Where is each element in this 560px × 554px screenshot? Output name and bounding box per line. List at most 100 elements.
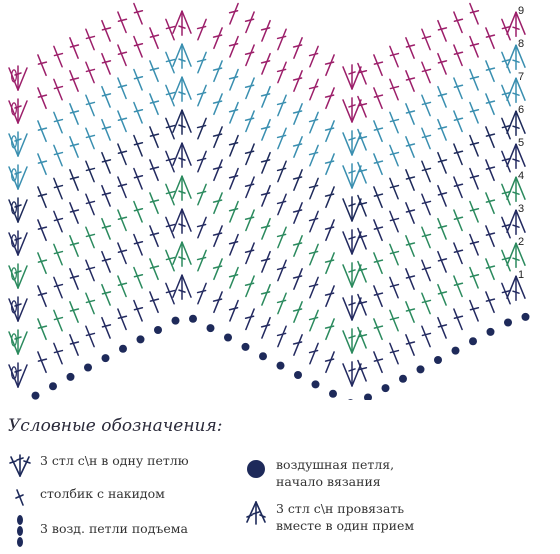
double-crochet-stitch <box>308 111 319 134</box>
chain-stitch <box>311 380 320 389</box>
double-crochet-stitch <box>453 308 464 331</box>
double-crochet-stitch <box>244 77 255 100</box>
double-crochet-stitch <box>212 225 223 248</box>
double-crochet-stitch <box>165 117 176 140</box>
double-crochet-stitch <box>228 134 239 157</box>
double-crochet-stitch <box>421 292 432 315</box>
double-crochet-stitch <box>133 134 144 157</box>
double-crochet-stitch <box>453 176 464 199</box>
double-crochet-stitch <box>405 103 416 125</box>
chain-stitch <box>259 352 267 361</box>
double-crochet-stitch <box>276 193 287 216</box>
legend-item-chain-stitch: воздушная петля, начало вязания <box>244 456 394 490</box>
three-dc-in-one-stitch <box>8 164 28 190</box>
double-crochet-stitch <box>469 101 480 124</box>
double-crochet-stitch <box>276 226 287 249</box>
double-crochet-stitch <box>389 276 400 299</box>
turning-chain <box>11 366 18 380</box>
three-dc-in-one-stitch <box>8 296 28 322</box>
chain-stitch <box>381 384 390 393</box>
double-crochet-stitch <box>69 169 80 191</box>
double-crochet-stitch <box>37 252 48 275</box>
double-crochet-stitch <box>260 250 271 273</box>
double-crochet-stitch <box>85 127 96 150</box>
turning-chain <box>11 267 18 281</box>
double-crochet-stitch <box>244 308 255 331</box>
double-crochet-stitch <box>228 299 239 322</box>
dc3tog-stitch <box>506 110 526 136</box>
double-crochet-stitch <box>196 282 207 305</box>
double-crochet-stitch <box>292 268 303 290</box>
double-crochet-stitch <box>165 282 176 305</box>
double-crochet-stitch <box>85 292 96 315</box>
double-crochet-stitch <box>260 316 271 339</box>
double-crochet-stitch <box>437 283 448 306</box>
chain-stitch <box>189 314 197 323</box>
double-crochet-stitch <box>37 153 48 176</box>
chain-stitch <box>434 356 442 364</box>
double-crochet-stitch <box>244 143 255 166</box>
double-crochet-stitch <box>101 250 112 273</box>
double-crochet-stitch <box>308 243 319 266</box>
row-number: 6 <box>518 104 524 116</box>
double-crochet-stitch <box>85 94 96 117</box>
double-crochet-stitch <box>357 62 368 85</box>
double-crochet-stitch <box>389 78 400 101</box>
double-crochet-stitch <box>244 209 255 232</box>
three-dc-in-one-stitch <box>342 328 362 354</box>
double-crochet-stitch <box>196 150 207 173</box>
double-crochet-stitch <box>469 299 480 322</box>
double-crochet-stitch <box>453 11 464 34</box>
double-crochet-stitch <box>276 94 287 117</box>
turning-chain <box>11 102 18 116</box>
double-crochet-stitch <box>101 283 112 306</box>
double-crochet-stitch <box>389 45 400 68</box>
double-crochet-stitch <box>485 159 496 182</box>
double-crochet-stitch <box>165 183 176 206</box>
double-crochet-stitch <box>117 77 128 100</box>
double-crochet-stitch <box>260 118 271 141</box>
double-crochet-stitch <box>149 192 160 215</box>
dc3tog-stitch <box>172 175 192 201</box>
double-crochet-stitch <box>69 136 80 158</box>
three-dc-in-one-stitch <box>342 130 362 156</box>
legend-title: Условные обозначения: <box>8 416 223 436</box>
double-crochet-stitch <box>196 18 207 41</box>
double-crochet-stitch <box>85 160 96 183</box>
double-crochet-stitch <box>324 351 335 374</box>
double-crochet-stitch <box>357 326 368 349</box>
legend-label: 3 возд. петли подъема <box>40 521 188 536</box>
double-crochet-stitch <box>85 61 96 84</box>
double-crochet-stitch <box>485 126 496 149</box>
chain-stitch <box>154 326 162 334</box>
turning-chain-icon <box>17 515 23 547</box>
double-crochet-stitch <box>53 177 64 200</box>
double-crochet-stitch <box>212 192 223 215</box>
chain-stitch <box>101 354 110 363</box>
double-crochet-stitch <box>53 144 64 167</box>
double-crochet-stitch <box>244 110 255 133</box>
three-dc-in-one-stitch-icon <box>9 454 31 477</box>
double-crochet-stitch <box>501 150 512 173</box>
double-crochet-stitch <box>501 18 512 41</box>
double-crochet-stitch <box>308 45 319 68</box>
double-crochet-stitch <box>117 275 128 298</box>
double-crochet-stitch <box>37 54 48 77</box>
double-crochet-stitch <box>117 11 128 34</box>
double-crochet-stitch <box>308 309 319 332</box>
double-crochet-stitch <box>485 27 496 50</box>
double-crochet-stitch <box>324 318 335 341</box>
double-crochet-stitch <box>469 68 480 91</box>
double-crochet-stitch <box>37 120 48 143</box>
double-crochet-stitch <box>292 334 303 356</box>
double-crochet-stitch <box>373 252 384 275</box>
double-crochet-stitch <box>101 217 112 240</box>
double-crochet-stitch <box>228 266 239 289</box>
legend-label: 3 стл с\н в одну петлю <box>40 453 189 468</box>
double-crochet-stitch <box>69 103 80 125</box>
double-crochet-icon <box>15 489 24 506</box>
double-crochet-stitch <box>485 258 496 281</box>
double-crochet-stitch <box>228 35 239 58</box>
double-crochet-stitch <box>212 60 223 83</box>
double-crochet-stitch <box>389 177 400 200</box>
